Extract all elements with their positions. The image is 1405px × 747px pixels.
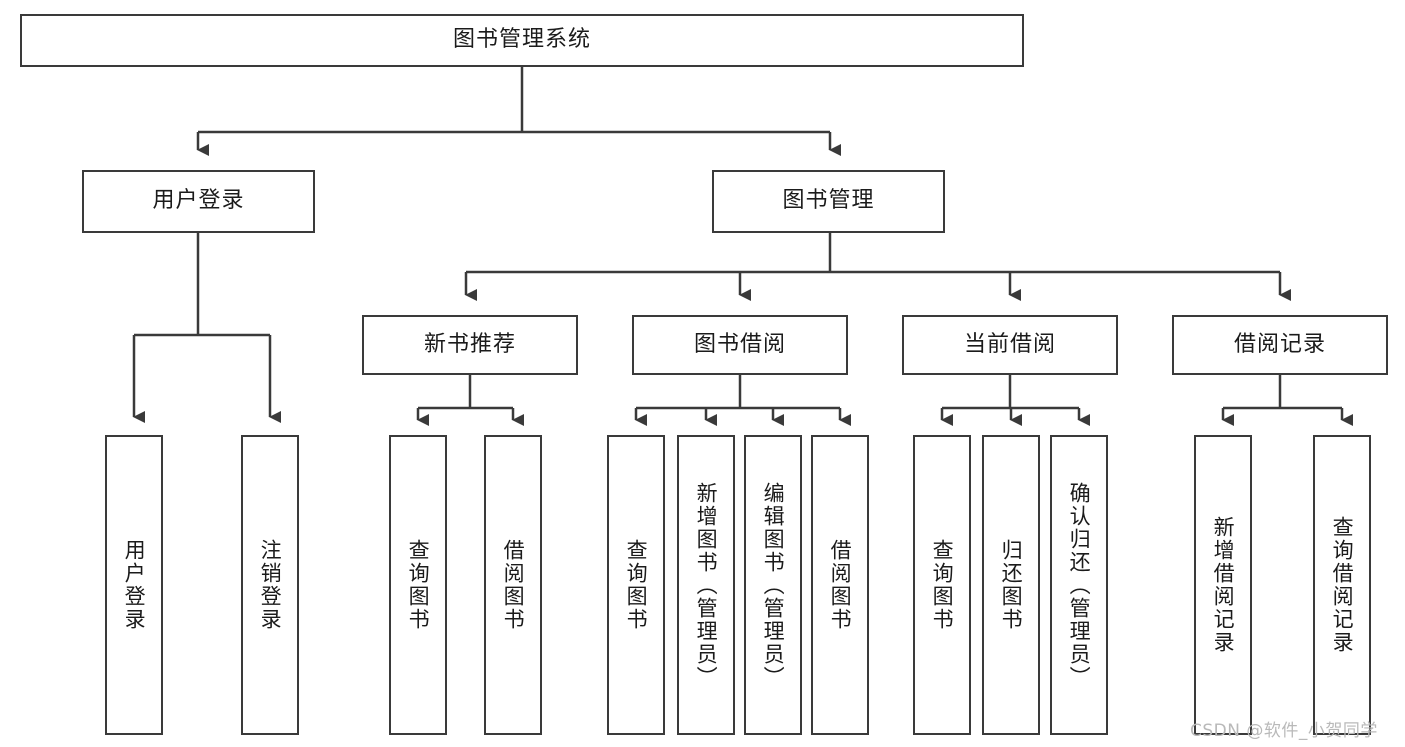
node-leaf-newbook-query-label: 查询图书 xyxy=(406,539,431,631)
node-borrow-record-label: 借阅记录 xyxy=(1233,331,1326,357)
node-leaf-record-query[interactable]: 查询借阅记录 xyxy=(1313,435,1371,735)
node-current-borrow-label: 当前借阅 xyxy=(963,331,1056,357)
node-current-borrow[interactable]: 当前借阅 xyxy=(902,315,1118,375)
node-leaf-user-logout[interactable]: 注销登录 xyxy=(241,435,299,735)
node-leaf-borrow-book-label: 借阅图书 xyxy=(828,539,853,631)
node-root-label: 图书管理系统 xyxy=(452,27,591,53)
node-leaf-borrow-edit-label: 编辑图书（管理员） xyxy=(761,481,786,689)
node-book-manage-label: 图书管理 xyxy=(782,188,875,214)
node-leaf-record-add-label: 新增借阅记录 xyxy=(1211,516,1236,654)
node-leaf-current-query[interactable]: 查询图书 xyxy=(913,435,971,735)
node-leaf-record-add[interactable]: 新增借阅记录 xyxy=(1194,435,1252,735)
node-leaf-newbook-borrow-label: 借阅图书 xyxy=(501,539,526,631)
node-leaf-current-query-label: 查询图书 xyxy=(930,539,955,631)
node-book-manage[interactable]: 图书管理 xyxy=(712,170,945,233)
node-leaf-current-confirm-return-label: 确认归还（管理员） xyxy=(1067,481,1092,689)
node-user-login-label: 用户登录 xyxy=(152,188,245,214)
node-leaf-record-query-label: 查询借阅记录 xyxy=(1330,516,1355,654)
node-root[interactable]: 图书管理系统 xyxy=(20,14,1024,67)
csdn-watermark: CSDN @软件_小贺同学 xyxy=(1190,721,1378,741)
node-borrow-record[interactable]: 借阅记录 xyxy=(1172,315,1388,375)
node-book-borrow[interactable]: 图书借阅 xyxy=(632,315,848,375)
node-leaf-user-login-label: 用户登录 xyxy=(122,539,147,631)
node-leaf-current-confirm-return[interactable]: 确认归还（管理员） xyxy=(1050,435,1108,735)
node-new-book-recommend-label: 新书推荐 xyxy=(423,331,516,357)
node-leaf-newbook-query[interactable]: 查询图书 xyxy=(389,435,447,735)
node-leaf-current-return[interactable]: 归还图书 xyxy=(982,435,1040,735)
node-leaf-borrow-book[interactable]: 借阅图书 xyxy=(811,435,869,735)
node-leaf-borrow-add-label: 新增图书（管理员） xyxy=(694,481,719,689)
node-leaf-user-login[interactable]: 用户登录 xyxy=(105,435,163,735)
node-leaf-borrow-query-label: 查询图书 xyxy=(624,539,649,631)
node-leaf-current-return-label: 归还图书 xyxy=(999,539,1024,631)
node-new-book-recommend[interactable]: 新书推荐 xyxy=(362,315,578,375)
node-user-login[interactable]: 用户登录 xyxy=(82,170,315,233)
node-leaf-newbook-borrow[interactable]: 借阅图书 xyxy=(484,435,542,735)
node-book-borrow-label: 图书借阅 xyxy=(693,331,786,357)
node-leaf-borrow-add[interactable]: 新增图书（管理员） xyxy=(677,435,735,735)
node-leaf-borrow-query[interactable]: 查询图书 xyxy=(607,435,665,735)
node-leaf-borrow-edit[interactable]: 编辑图书（管理员） xyxy=(744,435,802,735)
node-leaf-user-logout-label: 注销登录 xyxy=(258,539,283,631)
